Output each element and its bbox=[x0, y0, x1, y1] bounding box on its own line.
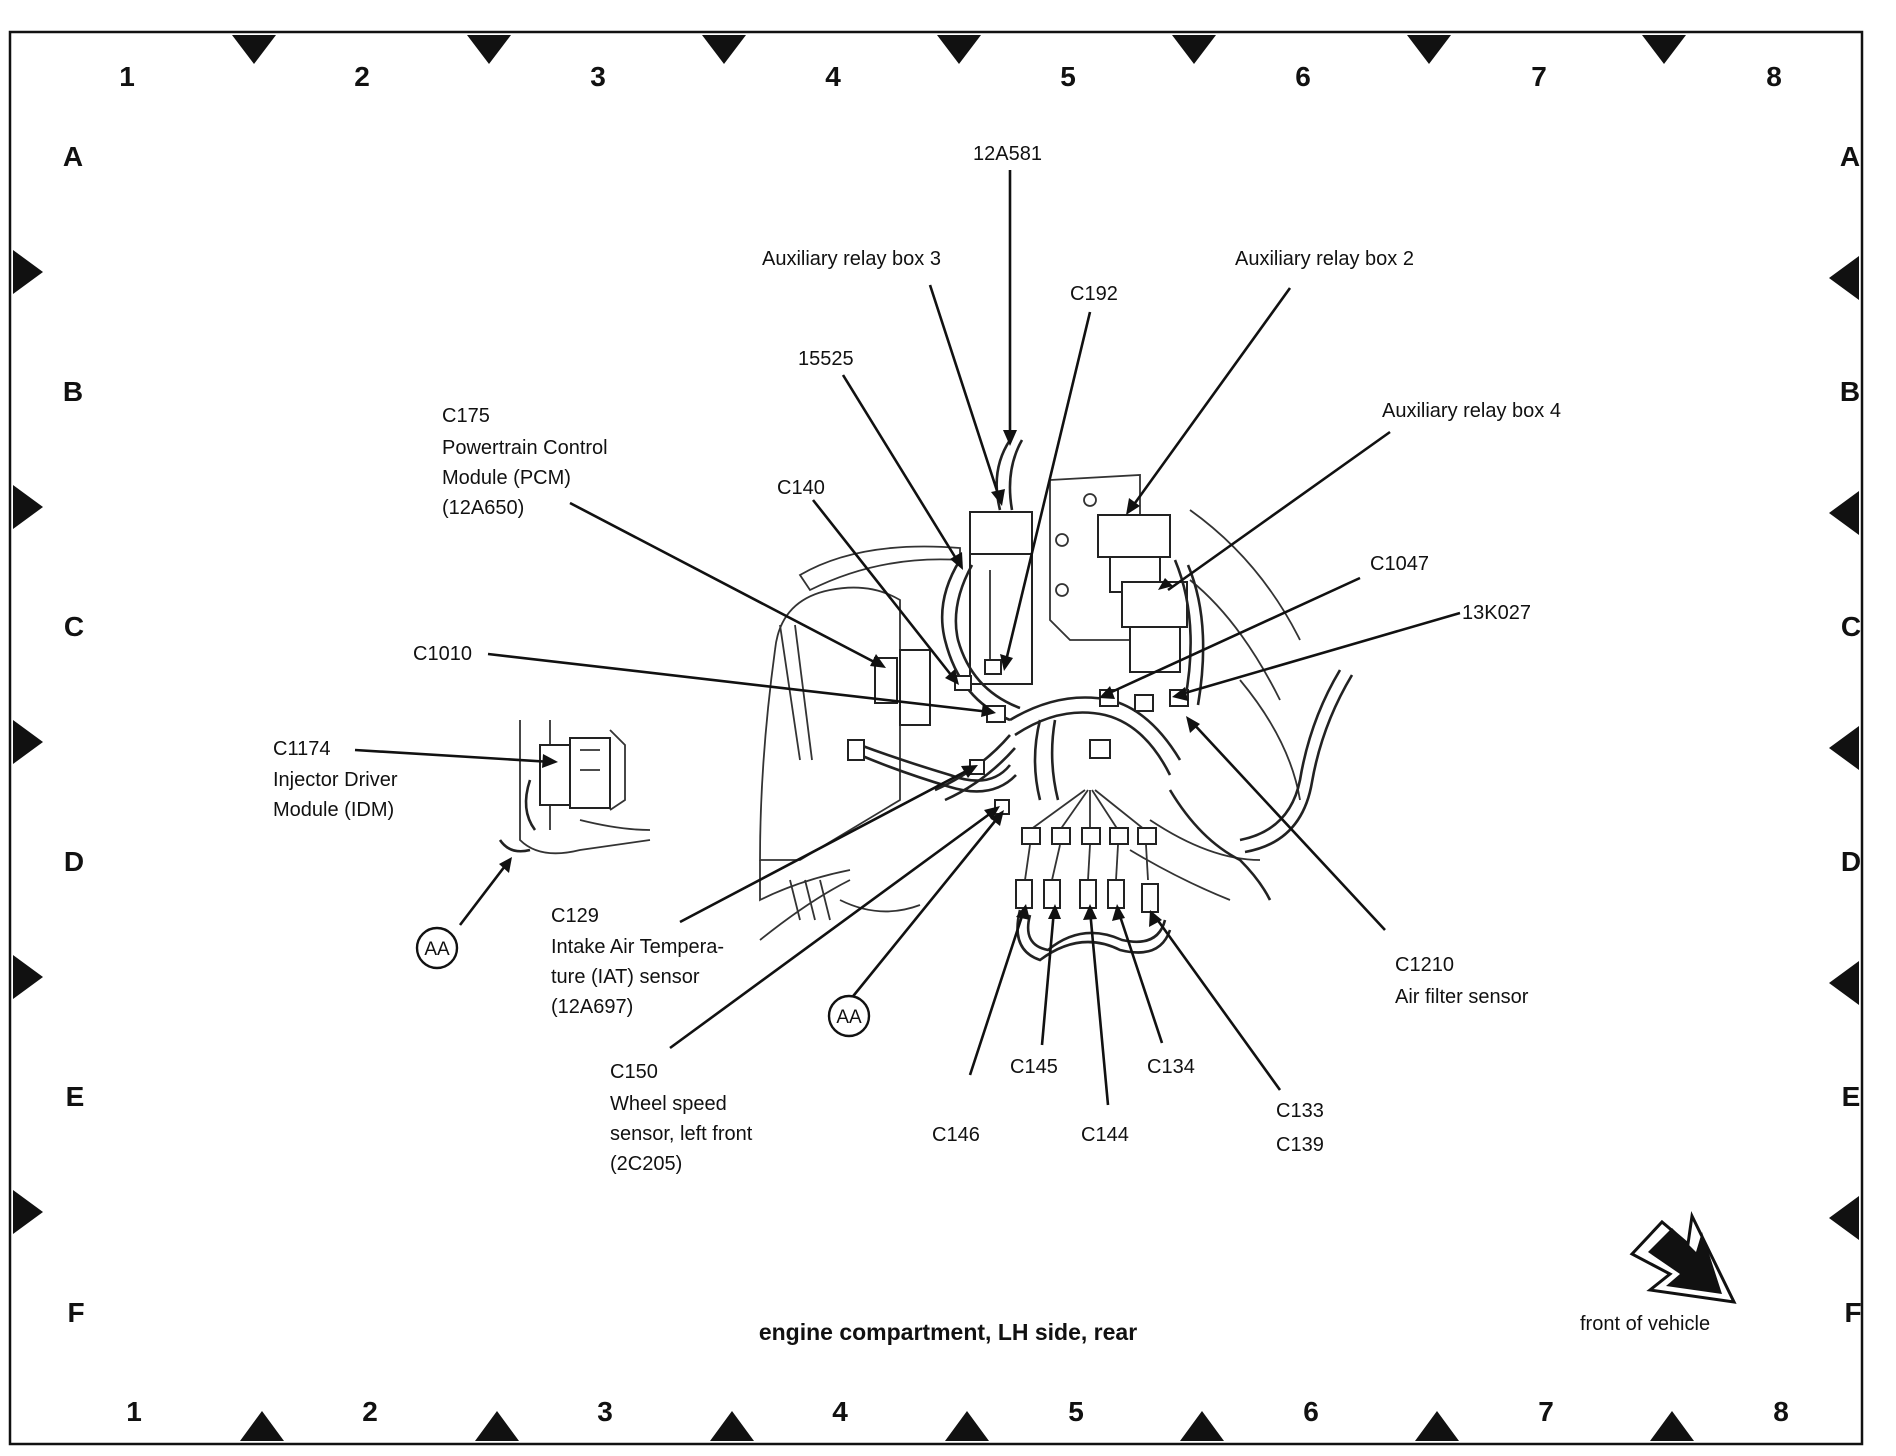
label-pcm-line1: Powertrain Control bbox=[442, 437, 608, 459]
row-label-left-E: E bbox=[66, 1081, 85, 1112]
aa-label-center: AA bbox=[836, 1007, 862, 1028]
col-label-top-8: 8 bbox=[1766, 61, 1782, 92]
label-c129-code: C129 bbox=[551, 905, 599, 927]
col-label-top-1: 1 bbox=[119, 61, 135, 92]
row-label-right-E: E bbox=[1842, 1081, 1861, 1112]
label-c1010: C1010 bbox=[413, 643, 472, 665]
label-iat-line2: ture (IAT) sensor bbox=[551, 966, 700, 988]
label-c145: C145 bbox=[1010, 1056, 1058, 1078]
row-label-right-B: B bbox=[1840, 376, 1860, 407]
label-c144: C144 bbox=[1081, 1124, 1129, 1146]
col-label-top-4: 4 bbox=[825, 61, 841, 92]
aa-reference-left: AA bbox=[415, 926, 459, 970]
label-c175-code: C175 bbox=[442, 405, 490, 427]
col-label-top-5: 5 bbox=[1060, 61, 1076, 92]
label-front-of-vehicle: front of vehicle bbox=[1580, 1313, 1710, 1335]
col-label-bottom-2: 2 bbox=[362, 1396, 378, 1427]
label-pcm-line3: (12A650) bbox=[442, 497, 524, 519]
label-wss-line2: sensor, left front bbox=[610, 1123, 753, 1145]
label-pcm-line2: Module (PCM) bbox=[442, 467, 571, 489]
label-c134: C134 bbox=[1147, 1056, 1195, 1078]
row-label-right-F: F bbox=[1844, 1297, 1861, 1328]
col-label-bottom-1: 1 bbox=[126, 1396, 142, 1427]
col-label-top-6: 6 bbox=[1295, 61, 1311, 92]
label-c139: C139 bbox=[1276, 1134, 1324, 1156]
row-label-left-D: D bbox=[64, 846, 84, 877]
engine-compartment-illustration bbox=[759, 439, 1354, 962]
label-c150-code: C150 bbox=[610, 1061, 658, 1083]
col-label-top-7: 7 bbox=[1531, 61, 1547, 92]
label-c133: C133 bbox=[1276, 1100, 1324, 1122]
label-wss-line1: Wheel speed bbox=[610, 1093, 727, 1115]
label-15525: 15525 bbox=[798, 348, 854, 370]
row-label-right-A: A bbox=[1840, 141, 1860, 172]
diagram-caption: engine compartment, LH side, rear bbox=[759, 1319, 1137, 1345]
row-label-left-B: B bbox=[63, 376, 83, 407]
idm-inset-illustration bbox=[498, 720, 651, 855]
col-label-bottom-4: 4 bbox=[832, 1396, 848, 1427]
label-aux-relay-box-2: Auxiliary relay box 2 bbox=[1235, 248, 1414, 270]
col-label-bottom-3: 3 bbox=[597, 1396, 613, 1427]
col-label-bottom-5: 5 bbox=[1068, 1396, 1084, 1427]
row-label-left-F: F bbox=[67, 1297, 84, 1328]
label-iat-line3: (12A697) bbox=[551, 996, 633, 1018]
col-label-bottom-8: 8 bbox=[1773, 1396, 1789, 1427]
row-label-right-D: D bbox=[1841, 846, 1861, 877]
row-label-left-C: C bbox=[64, 611, 84, 642]
grid-markers bbox=[13, 35, 1859, 1441]
aa-label-left: AA bbox=[424, 939, 450, 960]
front-of-vehicle-arrow-icon bbox=[1629, 1210, 1737, 1304]
aa-reference-center: AA bbox=[827, 994, 871, 1038]
label-aux-relay-box-3: Auxiliary relay box 3 bbox=[762, 248, 941, 270]
col-label-bottom-6: 6 bbox=[1303, 1396, 1319, 1427]
label-c140: C140 bbox=[777, 477, 825, 499]
label-c146: C146 bbox=[932, 1124, 980, 1146]
label-idm-line1: Injector Driver bbox=[273, 769, 398, 791]
row-label-right-C: C bbox=[1841, 611, 1861, 642]
label-air-filter-sensor: Air filter sensor bbox=[1395, 986, 1529, 1008]
label-12a581: 12A581 bbox=[973, 143, 1042, 165]
label-c1210-code: C1210 bbox=[1395, 954, 1454, 976]
arrowheads bbox=[499, 430, 1200, 927]
col-label-top-2: 2 bbox=[354, 61, 370, 92]
col-label-bottom-7: 7 bbox=[1538, 1396, 1554, 1427]
label-aux-relay-box-4: Auxiliary relay box 4 bbox=[1382, 400, 1561, 422]
label-c1047: C1047 bbox=[1370, 553, 1429, 575]
label-wss-line3: (2C205) bbox=[610, 1153, 682, 1175]
diagram-border bbox=[8, 30, 1864, 1446]
label-c192: C192 bbox=[1070, 283, 1118, 305]
label-13k027: 13K027 bbox=[1462, 602, 1531, 624]
col-label-top-3: 3 bbox=[590, 61, 606, 92]
row-label-left-A: A bbox=[63, 141, 83, 172]
label-c1174-code: C1174 bbox=[273, 738, 330, 760]
label-iat-line1: Intake Air Tempera- bbox=[551, 936, 724, 958]
leader-lines bbox=[354, 170, 1461, 1106]
label-idm-line2: Module (IDM) bbox=[273, 799, 394, 821]
